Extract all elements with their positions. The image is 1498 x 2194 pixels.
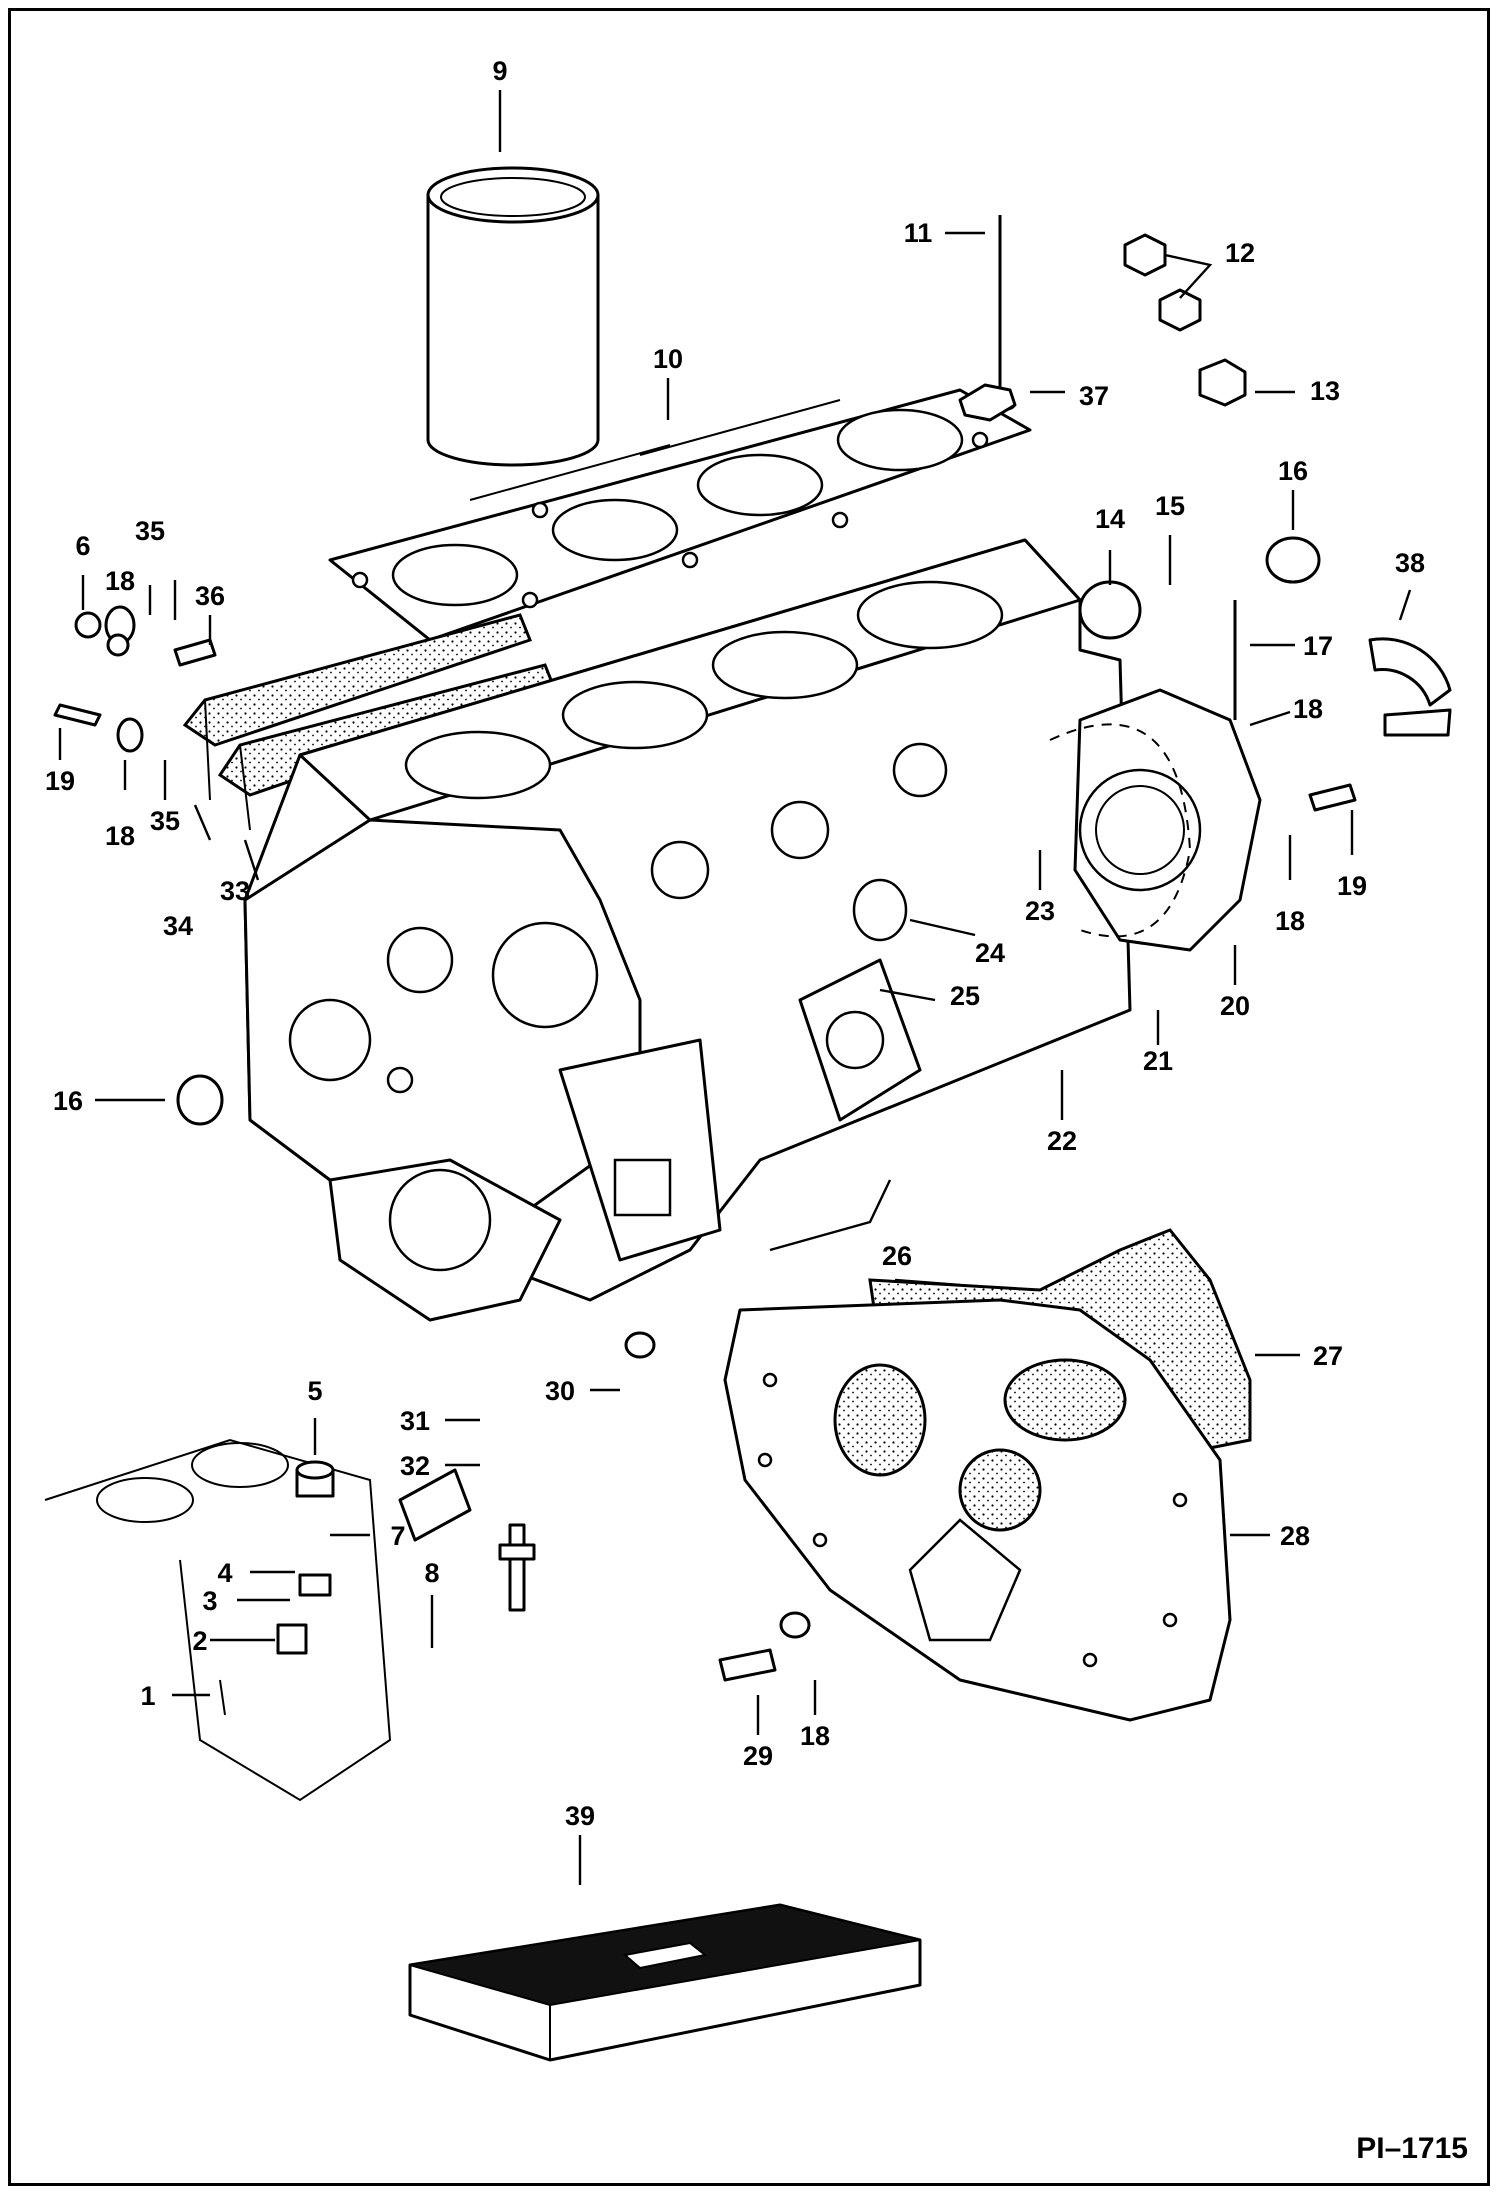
callout-36: 36 bbox=[195, 581, 225, 611]
callout-34: 34 bbox=[163, 911, 193, 941]
callout-1: 1 bbox=[140, 1681, 155, 1711]
callout-19a: 19 bbox=[45, 766, 75, 796]
callout-18d: 18 bbox=[1275, 906, 1305, 936]
callout-30: 30 bbox=[545, 1376, 575, 1406]
inset-detail bbox=[44, 1438, 472, 1802]
callout-10: 10 bbox=[653, 344, 683, 374]
callout-20: 20 bbox=[1220, 991, 1250, 1021]
callout-5: 5 bbox=[307, 1376, 322, 1406]
front-plate bbox=[723, 1228, 1252, 1722]
callout-29: 29 bbox=[743, 1741, 773, 1771]
rear-seal-housing bbox=[1049, 688, 1262, 952]
callout-26: 26 bbox=[882, 1241, 912, 1271]
callout-11: 11 bbox=[904, 218, 933, 248]
callout-32: 32 bbox=[400, 1451, 430, 1481]
cylinder-liner bbox=[426, 166, 600, 467]
callout-18c: 18 bbox=[1293, 694, 1323, 724]
small-hardware bbox=[53, 215, 1452, 1682]
callout-labels: 1 2 3 4 5 6 7 8 9 10 11 12 13 14 15 16 1… bbox=[45, 56, 1425, 1831]
callout-9: 9 bbox=[492, 56, 507, 86]
callout-28: 28 bbox=[1280, 1521, 1310, 1551]
callout-35a: 35 bbox=[135, 516, 165, 546]
callout-8: 8 bbox=[424, 1558, 439, 1588]
callout-13: 13 bbox=[1310, 376, 1340, 406]
callout-39: 39 bbox=[565, 1801, 595, 1831]
callout-6: 6 bbox=[75, 531, 90, 561]
callout-21: 21 bbox=[1143, 1046, 1173, 1076]
callout-2: 2 bbox=[192, 1626, 207, 1656]
callout-16a: 16 bbox=[1278, 456, 1308, 486]
callout-27: 27 bbox=[1313, 1341, 1343, 1371]
engine-block bbox=[243, 538, 1132, 1322]
callout-15: 15 bbox=[1155, 491, 1185, 521]
callout-18a: 18 bbox=[105, 566, 135, 596]
callout-18e: 18 bbox=[800, 1721, 830, 1751]
callout-18b: 18 bbox=[105, 821, 135, 851]
callout-25: 25 bbox=[950, 981, 980, 1011]
plate-identifier: PI–1715 bbox=[1356, 2132, 1468, 2165]
callout-33: 33 bbox=[220, 876, 250, 906]
callout-24: 24 bbox=[975, 938, 1005, 968]
callout-16b: 16 bbox=[53, 1086, 83, 1116]
gasket-kit-box bbox=[408, 1903, 922, 2062]
callout-23: 23 bbox=[1025, 896, 1055, 926]
callout-22: 22 bbox=[1047, 1126, 1077, 1156]
head-gasket bbox=[328, 388, 1032, 642]
callout-38: 38 bbox=[1395, 548, 1425, 578]
callout-3: 3 bbox=[202, 1586, 217, 1616]
callout-35b: 35 bbox=[150, 806, 180, 836]
callout-19b: 19 bbox=[1337, 871, 1367, 901]
callout-4: 4 bbox=[217, 1558, 232, 1588]
callout-37: 37 bbox=[1079, 381, 1109, 411]
callout-7: 7 bbox=[390, 1521, 405, 1551]
callout-12: 12 bbox=[1225, 238, 1255, 268]
callout-14: 14 bbox=[1095, 504, 1125, 534]
leader-lines bbox=[58, 90, 1412, 1885]
callout-17: 17 bbox=[1303, 631, 1333, 661]
callout-31: 31 bbox=[400, 1406, 430, 1436]
